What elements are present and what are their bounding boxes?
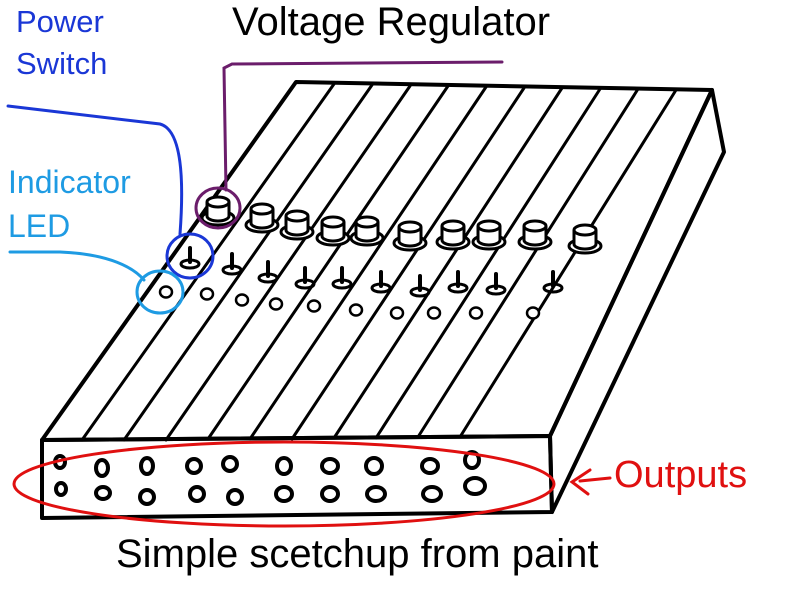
led-dot xyxy=(389,306,405,320)
regulator-cap xyxy=(249,202,275,216)
outputs-ellipse xyxy=(12,440,556,528)
led-dot xyxy=(468,306,484,320)
regulator-cap xyxy=(440,219,466,233)
output-hole xyxy=(463,450,481,470)
indicator-led-circle xyxy=(135,269,185,315)
power-switch-callout xyxy=(6,104,215,280)
power-switch-leader xyxy=(6,104,184,236)
divider-line xyxy=(416,87,640,439)
output-hole xyxy=(320,485,340,503)
output-hole xyxy=(420,457,440,475)
output-hole xyxy=(54,481,68,497)
output-hole xyxy=(139,456,155,476)
output-hole xyxy=(421,485,443,503)
output-hole xyxy=(185,457,203,475)
led-dot xyxy=(525,306,541,320)
device-side-face xyxy=(548,88,726,514)
caption: Simple scetchup from paint xyxy=(116,532,599,576)
output-holes xyxy=(53,450,487,506)
divider-line xyxy=(374,87,602,440)
output-hole xyxy=(94,458,110,478)
divider-line xyxy=(458,88,678,439)
output-hole xyxy=(274,485,294,503)
regulator-cap xyxy=(354,215,380,229)
divider-line xyxy=(290,86,526,441)
outputs-arrow xyxy=(569,468,612,496)
divider-line xyxy=(248,85,488,441)
output-hole xyxy=(275,456,293,476)
output-hole xyxy=(138,488,156,506)
power-switch-label-line1: Power xyxy=(16,4,104,39)
led-dot xyxy=(348,303,364,317)
voltage-regulator-label: Voltage Regulator xyxy=(232,0,551,44)
voltage-regulators xyxy=(200,195,603,255)
led-dot xyxy=(426,306,442,320)
voltage-regulator-callout xyxy=(194,60,504,230)
led-dot xyxy=(158,285,174,299)
outputs-label: Outputs xyxy=(614,454,748,496)
channel-dividers xyxy=(80,82,678,442)
output-hole xyxy=(226,488,244,506)
regulator-cap xyxy=(284,209,310,223)
output-hole xyxy=(320,457,340,475)
power-switches xyxy=(179,246,564,298)
output-hole xyxy=(364,456,384,476)
regulator-cap xyxy=(572,223,598,237)
indicator-led-leader xyxy=(8,250,146,282)
voltage-regulator-leader xyxy=(222,60,504,192)
output-hole xyxy=(365,485,387,503)
outputs-callout xyxy=(12,440,612,528)
regulator-cap xyxy=(476,219,502,233)
output-hole xyxy=(463,476,487,496)
led-dot xyxy=(306,299,322,313)
regulator-cap xyxy=(522,219,548,233)
indicator-led-callout xyxy=(8,250,185,315)
device-body xyxy=(40,80,726,520)
led-dot xyxy=(199,287,215,301)
divider-line xyxy=(80,82,336,442)
indicator-led-label-line2: LED xyxy=(8,208,71,244)
power-switch-circle xyxy=(165,232,215,280)
regulator-cap xyxy=(320,215,346,229)
indicator-leds xyxy=(158,285,541,320)
power-switch-label-line2: Switch xyxy=(16,46,108,81)
output-hole xyxy=(94,485,112,501)
regulator-cap xyxy=(397,220,423,234)
divider-line xyxy=(206,84,450,441)
output-hole xyxy=(188,485,206,503)
led-dot xyxy=(234,293,250,307)
divider-line xyxy=(332,86,564,440)
divider-line xyxy=(122,83,374,442)
indicator-led-label-line1: Indicator xyxy=(8,164,131,200)
output-hole xyxy=(221,455,239,473)
regulator-cap xyxy=(205,195,231,209)
led-dot xyxy=(268,297,284,311)
divider-line xyxy=(164,84,412,442)
voltage-regulator-circle xyxy=(194,186,242,230)
